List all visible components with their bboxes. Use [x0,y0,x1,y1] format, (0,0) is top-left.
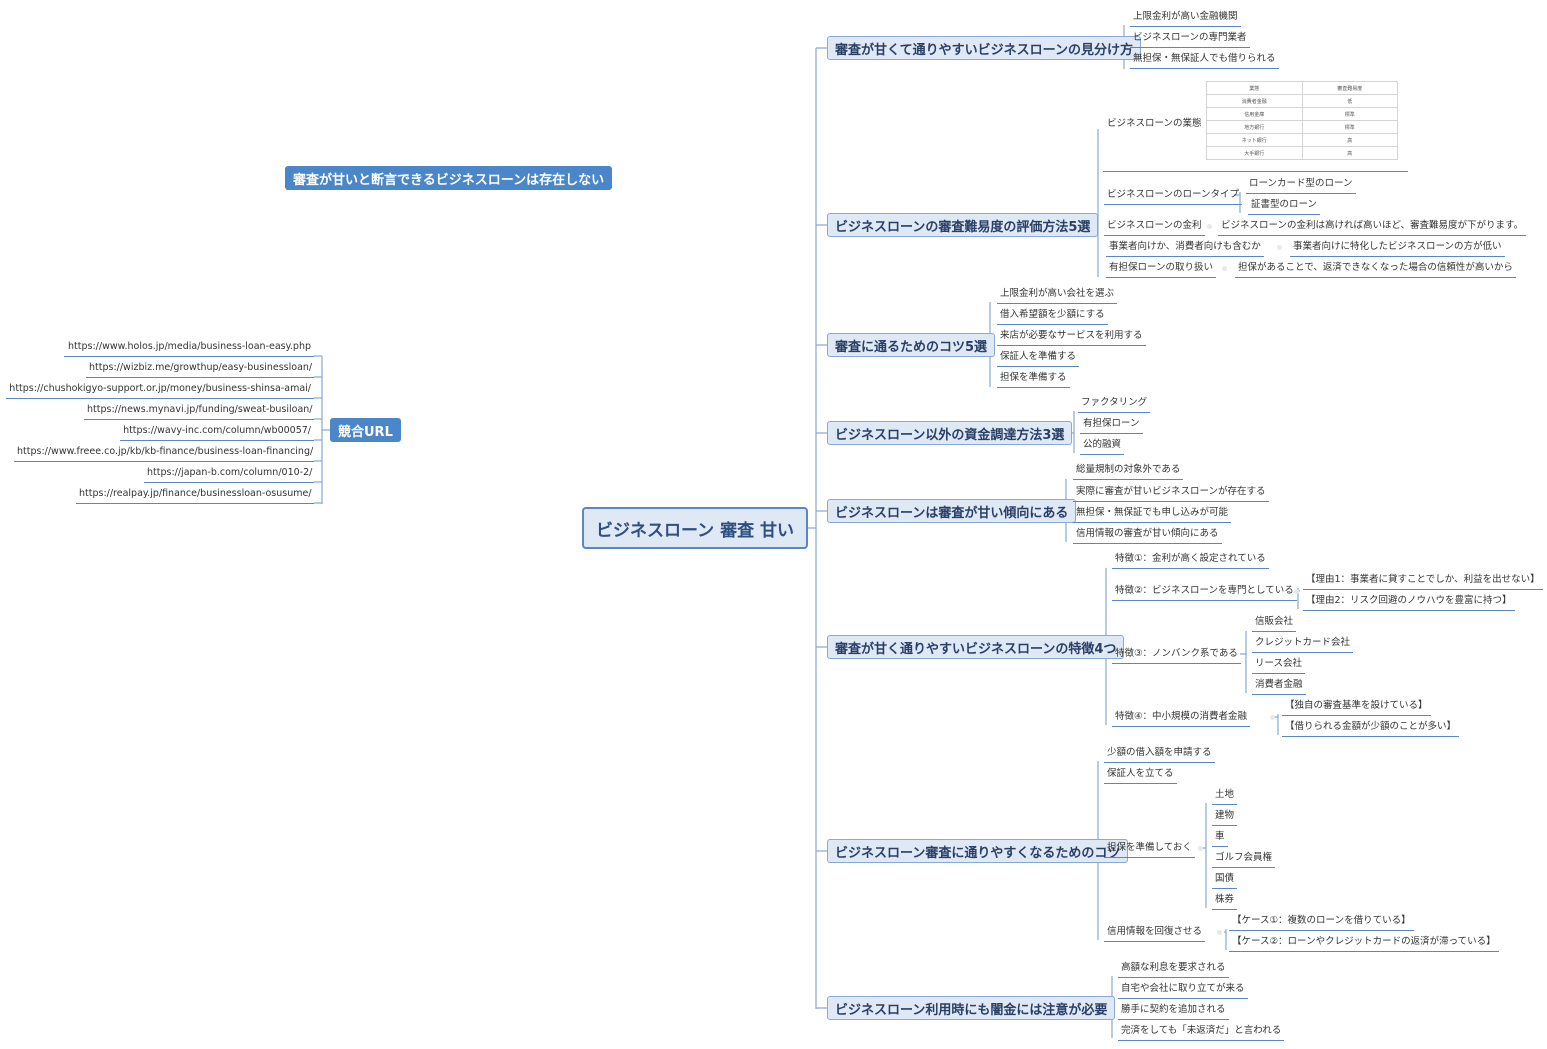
feature-3[interactable]: 特徴③：ノンバンク系である [1112,646,1241,664]
feature-4-item[interactable]: 【独自の審査基準を設けている】 [1282,698,1431,716]
interest-label[interactable]: ビジネスローンの金利 [1104,218,1205,236]
url-item[interactable]: https://wavy-inc.com/column/wb00057/ [120,423,314,441]
table-cell: 地方銀行 [1206,120,1303,134]
branch-b8[interactable]: ビジネスローン利用時にも闇金には注意が必要 [827,996,1116,1020]
b5-item[interactable]: 信用情報の審査が甘い傾向にある [1073,526,1222,544]
table-cell: 高 [1301,146,1398,160]
table-cell: 業態 [1206,81,1303,95]
branch-b5[interactable]: ビジネスローンは審査が甘い傾向にある [827,499,1077,523]
loan-type-item[interactable]: 証書型のローン [1248,197,1321,215]
b1-item[interactable]: 無担保・無保証人でも借りられる [1130,51,1279,69]
credit-case[interactable]: 【ケース②：ローンやクレジットカードの返済が滞っている】 [1229,934,1499,952]
url-item[interactable]: https://japan-b.com/column/010-2/ [144,465,314,483]
branch-b2[interactable]: ビジネスローンの審査難易度の評価方法5選 [827,213,1099,237]
feature-4-item[interactable]: 【借りられる金額が少額のことが多い】 [1282,719,1460,737]
branch-b3[interactable]: 審査に通るためのコツ5選 [827,333,996,357]
loan-type-item[interactable]: ローンカード型のローン [1246,176,1356,194]
collapse-dot[interactable] [1198,846,1203,851]
competitor-url-topic[interactable]: 競合URL [330,418,401,442]
b5-item[interactable]: 実際に審査が甘いビジネスローンが存在する [1073,484,1269,502]
b3-item[interactable]: 借入希望額を少額にする [997,307,1108,325]
collapse-dot[interactable] [1207,224,1212,229]
url-item[interactable]: https://realpay.jp/finance/businessloan-… [76,486,314,504]
branch-b7[interactable]: ビジネスローン審査に通りやすくなるためのコツ [827,839,1129,863]
tip-item[interactable]: 保証人を立てる [1104,766,1177,784]
collateral-item[interactable]: 建物 [1212,808,1238,826]
table-cell: 標準 [1301,120,1398,134]
root-topic[interactable]: ビジネスローン 審査 甘い [582,507,808,549]
branch-b6[interactable]: 審査が甘く通りやすいビジネスローンの特徴4つ [827,635,1125,659]
feature-3-item[interactable]: 消費者金融 [1252,677,1306,695]
feature-4[interactable]: 特徴④：中小規模の消費者金融 [1112,709,1251,727]
feature-3-item[interactable]: クレジットカード会社 [1252,635,1354,653]
collateral-prep[interactable]: 担保を準備しておく [1104,840,1195,858]
collapse-dot[interactable] [1294,589,1299,594]
b3-item[interactable]: 担保を準備する [997,370,1070,388]
feature-1[interactable]: 特徴①：金利が高く設定されている [1112,551,1269,569]
b3-item[interactable]: 来店が必要なサービスを利用する [997,328,1146,346]
feature-2-item[interactable]: 【理由2：リスク回避のノウハウを豊富に持つ】 [1303,593,1515,611]
credit-case[interactable]: 【ケース①：複数のローンを借りている】 [1229,913,1414,931]
feature-2-item[interactable]: 【理由1：事業者に貸すことでしか、利益を出せない】 [1303,572,1543,590]
table-underline [1103,171,1408,172]
url-item[interactable]: https://wizbiz.me/growthup/easy-business… [86,360,314,378]
url-item[interactable]: https://chushokigyo-support.or.jp/money/… [6,381,314,399]
url-item[interactable]: https://news.mynavi.jp/funding/sweat-bus… [84,402,314,420]
feature-2[interactable]: 特徴②：ビジネスローンを専門としている [1112,583,1297,601]
b1-item[interactable]: ビジネスローンの専門業者 [1130,30,1250,48]
collapse-dot[interactable] [1217,930,1222,935]
business-type-table: 業態審査難易度 消費者金融低 信用金庫標準 地方銀行標準 ネット銀行高 大手銀行… [1206,81,1398,160]
collapse-dot[interactable] [1222,266,1227,271]
b3-item[interactable]: 上限金利が高い会社を選ぶ [997,286,1118,304]
collateral-item[interactable]: 車 [1212,829,1228,847]
table-cell: 審査難易度 [1301,81,1398,95]
b4-item[interactable]: ファクタリング [1078,395,1151,413]
loan-type-label[interactable]: ビジネスローンのローンタイプ [1104,187,1243,205]
collateral-item[interactable]: 株券 [1212,892,1238,910]
interest-detail[interactable]: ビジネスローンの金利は高ければ高いほど、審査難易度が下がります。 [1218,218,1527,236]
table-cell: 高 [1301,133,1398,147]
branch-b1[interactable]: 審査が甘くて通りやすいビジネスローンの見分け方 [827,36,1141,60]
url-item[interactable]: https://www.freee.co.jp/kb/kb-finance/bu… [14,444,314,462]
collapse-dot[interactable] [1270,715,1275,720]
table-cell: 低 [1301,94,1398,108]
collateral-item[interactable]: 土地 [1212,787,1238,805]
b8-item[interactable]: 自宅や会社に取り立てが来る [1118,981,1248,999]
collapse-dot[interactable] [1277,245,1282,250]
branch-b4[interactable]: ビジネスローン以外の資金調達方法3選 [827,421,1073,445]
feature-3-item[interactable]: リース会社 [1252,656,1306,674]
note-topic[interactable]: 審査が甘いと断言できるビジネスローンは存在しない [285,166,613,190]
b8-item[interactable]: 勝手に契約を追加される [1118,1002,1229,1020]
b5-item[interactable]: 無担保・無保証でも申し込みが可能 [1073,505,1232,523]
table-cell: ネット銀行 [1206,133,1303,147]
table-cell: 標準 [1301,107,1398,121]
target-label[interactable]: 事業者向けか、消費者向けも含むか [1106,239,1264,257]
b4-item[interactable]: 公的融資 [1080,437,1125,455]
tip-item[interactable]: 少額の借入額を申請する [1104,745,1215,763]
collateral-item[interactable]: ゴルフ会員権 [1212,850,1276,868]
b5-item[interactable]: 総量規制の対象外である [1073,462,1184,480]
target-detail[interactable]: 事業者向けに特化したビジネスローンの方が低い [1290,239,1505,257]
b8-item[interactable]: 完済をしても「未返済だ」と言われる [1118,1023,1285,1041]
b8-item[interactable]: 高額な利息を要求される [1118,960,1229,978]
b4-item[interactable]: 有担保ローン [1080,416,1143,434]
table-cell: 消費者金融 [1206,94,1303,108]
url-item[interactable]: https://www.holos.jp/media/business-loan… [64,339,314,357]
collateral-detail[interactable]: 担保があることで、返済できなくなった場合の信頼性が高いから [1235,260,1516,278]
collateral-label[interactable]: 有担保ローンの取り扱い [1106,260,1217,278]
collateral-item[interactable]: 国債 [1212,871,1238,889]
table-cell: 大手銀行 [1206,146,1303,160]
b3-item[interactable]: 保証人を準備する [997,349,1080,367]
feature-3-item[interactable]: 信販会社 [1252,614,1297,632]
table-cell: 信用金庫 [1206,107,1303,121]
b1-item[interactable]: 上限金利が高い金融機関 [1130,9,1241,27]
business-type-label[interactable]: ビジネスローンの業態 [1107,118,1202,129]
credit-recovery[interactable]: 信用情報を回復させる [1104,924,1206,942]
